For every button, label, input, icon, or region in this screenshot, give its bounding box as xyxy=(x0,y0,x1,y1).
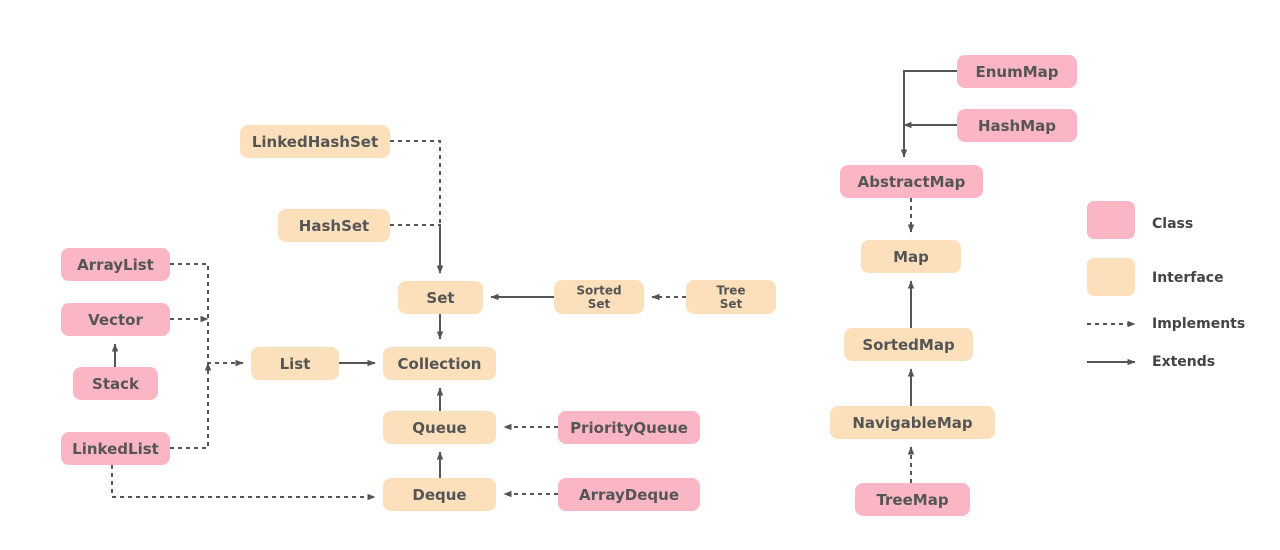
node-label-map: Map xyxy=(893,248,929,266)
legend-implements-label: Implements xyxy=(1152,316,1245,332)
node-deque[interactable]: Deque xyxy=(383,478,496,511)
legend-class-label: Class xyxy=(1152,216,1193,232)
edge-arraylist-list xyxy=(170,263,244,367)
node-collection[interactable]: Collection xyxy=(383,347,496,380)
node-hashset[interactable]: HashSet xyxy=(278,209,390,242)
node-hashmap[interactable]: HashMap xyxy=(957,109,1077,142)
node-box-list xyxy=(251,347,339,380)
node-box-hashset xyxy=(278,209,390,242)
node-box-abstractmap xyxy=(840,165,983,198)
node-box-arraylist xyxy=(61,248,170,281)
node-box-treeset xyxy=(686,280,776,314)
node-label-linkedhashset: LinkedHashSet xyxy=(252,133,378,151)
node-label-hashmap: HashMap xyxy=(978,117,1056,135)
node-box-navigablemap xyxy=(830,406,995,439)
node-label-arraylist: ArrayList xyxy=(77,256,154,274)
node-label-priorityqueue: PriorityQueue xyxy=(570,419,688,437)
node-list[interactable]: List xyxy=(251,347,339,380)
node-box-stack xyxy=(73,367,158,400)
node-box-vector xyxy=(61,303,170,336)
edges-layer xyxy=(111,70,957,501)
node-box-map xyxy=(861,240,961,273)
node-box-sortedset xyxy=(554,280,644,314)
legend-interface: Interface xyxy=(1087,258,1224,296)
node-label-arraydeque: ArrayDeque xyxy=(579,486,679,504)
node-box-deque xyxy=(383,478,496,511)
node-label-hashset: HashSet xyxy=(299,217,369,235)
node-priorityqueue[interactable]: PriorityQueue xyxy=(558,411,700,444)
node-label-sortedmap: SortedMap xyxy=(862,336,955,354)
node-label-set: Set xyxy=(426,289,454,307)
node-linkedhashset[interactable]: LinkedHashSet xyxy=(240,125,390,158)
node-box-enummap xyxy=(957,55,1077,88)
node-box-sortedmap xyxy=(844,328,973,361)
edge-enummap-abstractmap xyxy=(900,70,957,158)
node-sortedmap[interactable]: SortedMap xyxy=(844,328,973,361)
node-label-abstractmap: AbstractMap xyxy=(858,173,966,191)
node-box-priorityqueue xyxy=(558,411,700,444)
node-box-hashmap xyxy=(957,109,1077,142)
node-queue[interactable]: Queue xyxy=(383,411,496,444)
node-label-navigablemap: NavigableMap xyxy=(852,414,973,432)
legend-extends: Extends xyxy=(1087,354,1215,370)
node-label-list: List xyxy=(280,355,311,373)
edge-linkedlist-list xyxy=(170,362,212,449)
node-label-collection: Collection xyxy=(398,355,482,373)
node-arraylist[interactable]: ArrayList xyxy=(61,248,170,281)
edge-hashset-set xyxy=(390,224,444,274)
node-label-deque: Deque xyxy=(412,486,466,504)
node-arraydeque[interactable]: ArrayDeque xyxy=(558,478,700,511)
legend-class: Class xyxy=(1087,201,1193,239)
node-enummap[interactable]: EnumMap xyxy=(957,55,1077,88)
node-label-stack: Stack xyxy=(92,375,140,393)
node-box-linkedhashset xyxy=(240,125,390,158)
node-box-queue xyxy=(383,411,496,444)
legend-class-swatch xyxy=(1087,201,1135,239)
node-map[interactable]: Map xyxy=(861,240,961,273)
node-box-treemap xyxy=(855,483,970,516)
node-label-queue: Queue xyxy=(412,419,466,437)
node-box-set xyxy=(398,281,483,314)
node-stack[interactable]: Stack xyxy=(73,367,158,400)
node-label-enummap: EnumMap xyxy=(975,63,1058,81)
node-label-treemap: TreeMap xyxy=(876,491,948,509)
node-box-collection xyxy=(383,347,496,380)
node-vector[interactable]: Vector xyxy=(61,303,170,336)
legend-extends-label: Extends xyxy=(1152,354,1215,370)
legend-interface-label: Interface xyxy=(1152,270,1224,286)
edge-linkedhashset-set xyxy=(390,140,444,274)
node-label-linkedlist: LinkedList xyxy=(72,440,159,458)
node-label-vector: Vector xyxy=(88,311,143,329)
node-navigablemap[interactable]: NavigableMap xyxy=(830,406,995,439)
node-abstractmap[interactable]: AbstractMap xyxy=(840,165,983,198)
node-linkedlist[interactable]: LinkedList xyxy=(61,432,170,465)
edge-linkedlist-deque xyxy=(111,465,376,501)
node-set[interactable]: Set xyxy=(398,281,483,314)
node-box-arraydeque xyxy=(558,478,700,511)
legend-interface-swatch xyxy=(1087,258,1135,296)
node-box-linkedlist xyxy=(61,432,170,465)
legend-implements: Implements xyxy=(1087,316,1245,332)
node-treemap[interactable]: TreeMap xyxy=(855,483,970,516)
